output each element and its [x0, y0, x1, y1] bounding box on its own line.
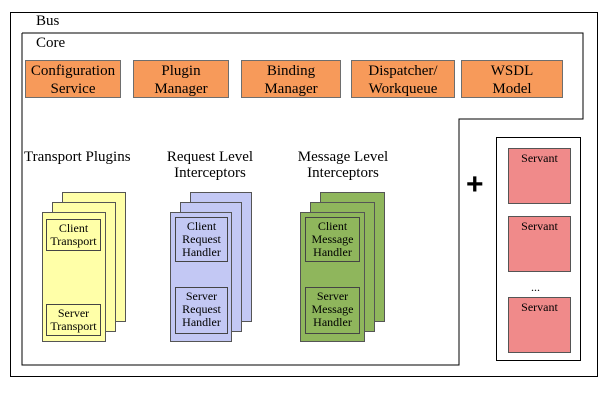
- message-title-line2: Interceptors: [307, 165, 379, 181]
- binding-manager-box: Binding Manager: [241, 60, 341, 98]
- message-title-line1: Message Level: [297, 149, 389, 165]
- server-transport-box: Server Transport: [46, 304, 101, 336]
- request-page-front: [170, 212, 232, 342]
- transport-page-front: [42, 212, 106, 342]
- client-transport-line1: Client: [58, 221, 89, 235]
- message-interceptors-title: Message Level Interceptors: [286, 149, 400, 181]
- server-request-line2: Request: [182, 302, 221, 316]
- servant-box-1: Servant: [508, 148, 571, 204]
- server-message-line3: Handler: [313, 315, 352, 329]
- wsdl-model-line2: Model: [492, 81, 532, 97]
- server-message-handler-box: Server Message Handler: [305, 287, 360, 334]
- client-transport-box: Client Transport: [46, 219, 101, 251]
- configuration-service-line2: Service: [50, 81, 96, 97]
- binding-manager-line1: Binding: [266, 63, 316, 79]
- client-message-handler-box: Client Message Handler: [305, 217, 360, 262]
- wsdl-model-box: WSDL Model: [461, 60, 563, 98]
- client-message-line2: Message: [311, 232, 354, 246]
- client-message-line3: Handler: [313, 245, 352, 259]
- request-interceptors-title: Request Level Interceptors: [155, 149, 265, 181]
- client-message-line1: Client: [317, 219, 348, 233]
- client-request-handler-box: Client Request Handler: [175, 217, 228, 262]
- servant-label-2: Servant: [521, 219, 558, 233]
- bus-label: Bus: [36, 13, 60, 29]
- servants-ellipsis: ...: [531, 280, 540, 294]
- client-transport-line2: Transport: [50, 234, 97, 248]
- dispatcher-workqueue-line1: Dispatcher/: [368, 63, 438, 79]
- server-message-line1: Server: [316, 289, 349, 303]
- wsdl-model-line1: WSDL: [490, 63, 534, 79]
- request-title-line1: Request Level: [166, 149, 254, 165]
- client-request-line3: Handler: [182, 245, 221, 259]
- plugin-manager-line2: Manager: [154, 81, 208, 97]
- plus-sign: +: [466, 168, 484, 201]
- servant-label-1: Servant: [521, 151, 558, 165]
- server-transport-line1: Server: [57, 306, 90, 320]
- plugin-manager-box: Plugin Manager: [133, 60, 229, 98]
- core-label: Core: [36, 35, 66, 51]
- server-request-handler-box: Server Request Handler: [175, 287, 228, 334]
- server-request-line3: Handler: [182, 315, 221, 329]
- request-title-line2: Interceptors: [174, 165, 246, 181]
- server-request-line1: Server: [185, 289, 218, 303]
- servant-label-3: Servant: [521, 300, 558, 314]
- client-request-line2: Request: [182, 232, 221, 246]
- servant-box-2: Servant: [508, 216, 571, 272]
- message-page-front: [300, 212, 365, 342]
- dispatcher-workqueue-line2: Workqueue: [368, 81, 438, 97]
- client-request-line1: Client: [186, 219, 217, 233]
- configuration-service-line1: Configuration: [30, 63, 116, 79]
- binding-manager-line2: Manager: [264, 81, 318, 97]
- dispatcher-workqueue-box: Dispatcher/ Workqueue: [351, 60, 455, 98]
- plugin-manager-line1: Plugin: [161, 63, 201, 79]
- server-message-line2: Message: [311, 302, 354, 316]
- transport-plugins-title: Transport Plugins: [24, 149, 131, 165]
- configuration-service-box: Configuration Service: [25, 60, 121, 98]
- server-transport-line2: Transport: [50, 319, 97, 333]
- servant-box-3: Servant: [508, 297, 571, 353]
